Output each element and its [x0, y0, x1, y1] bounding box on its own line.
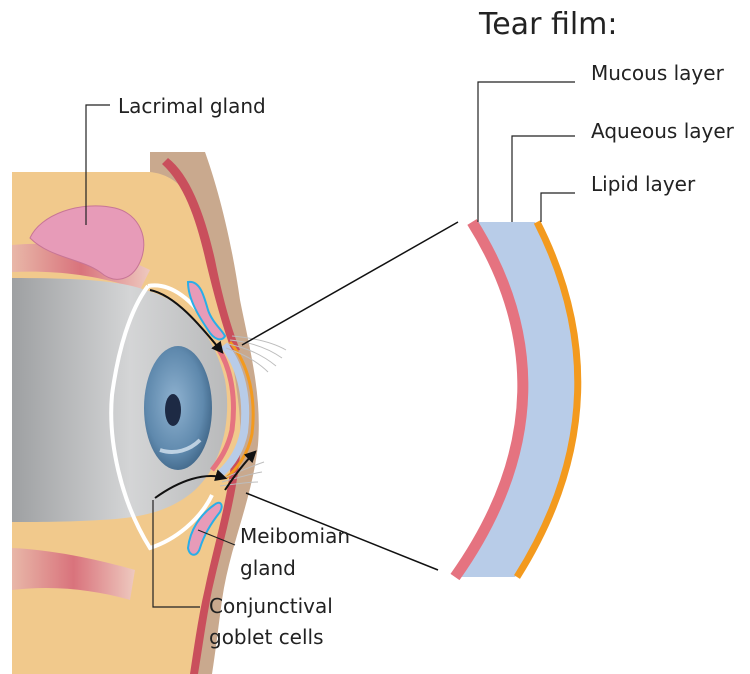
meibomian-gland-label-line1: Meibomian: [240, 523, 350, 549]
lipid-layer-label: Lipid layer: [591, 171, 695, 197]
aqueous-leader: [512, 136, 575, 222]
meibomian-gland-label-line2: gland: [240, 555, 296, 581]
mucous-leader: [478, 82, 575, 222]
lipid-leader: [541, 193, 575, 222]
goblet-cells-label-line2: goblet cells: [209, 624, 324, 650]
aqueous-layer-label: Aqueous layer: [591, 118, 734, 144]
tear-film-title: Tear film:: [479, 8, 618, 42]
zoom-line-top: [242, 222, 458, 345]
pupil: [165, 394, 181, 426]
mucous-layer-label: Mucous layer: [591, 60, 724, 86]
goblet-cells-label-line1: Conjunctival: [209, 593, 333, 619]
lacrimal-gland-label: Lacrimal gland: [118, 93, 266, 119]
